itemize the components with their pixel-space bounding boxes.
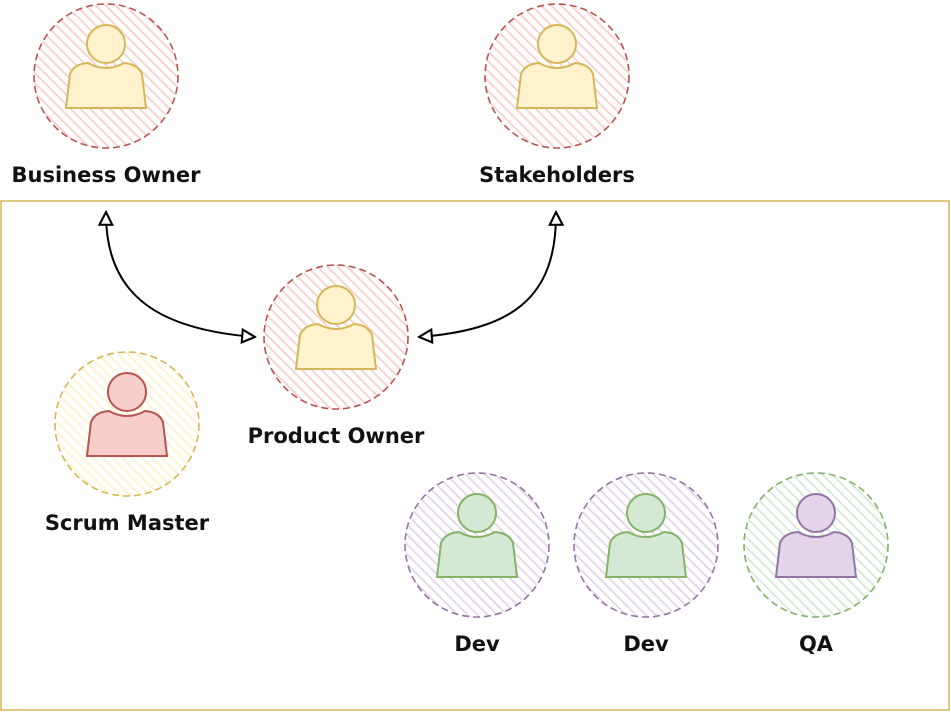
node-product-owner[interactable]: Product Owner — [248, 264, 425, 448]
node-stakeholders[interactable]: Stakeholders — [479, 3, 635, 187]
node-label: Dev — [454, 632, 500, 656]
node-dev-2[interactable]: Dev — [573, 472, 719, 656]
node-scrum-master[interactable]: Scrum Master — [45, 351, 210, 535]
person-icon — [64, 24, 148, 109]
person-icon — [774, 493, 858, 578]
person-icon — [435, 493, 519, 578]
connector-product-owner-stakeholders — [419, 212, 556, 337]
person-icon — [294, 285, 378, 370]
node-qa[interactable]: QA — [743, 472, 889, 656]
person-icon — [604, 493, 688, 578]
node-label: Product Owner — [248, 424, 425, 448]
node-label: Stakeholders — [479, 163, 635, 187]
connector-product-owner-business-owner — [106, 212, 255, 337]
node-label: QA — [799, 632, 834, 656]
team-boundary — [0, 200, 950, 711]
node-label: Business Owner — [12, 163, 202, 187]
person-icon — [85, 372, 169, 457]
person-icon — [515, 24, 599, 109]
node-label: Dev — [623, 632, 669, 656]
node-label: Scrum Master — [45, 511, 210, 535]
node-dev-1[interactable]: Dev — [404, 472, 550, 656]
node-business-owner[interactable]: Business Owner — [12, 3, 202, 187]
